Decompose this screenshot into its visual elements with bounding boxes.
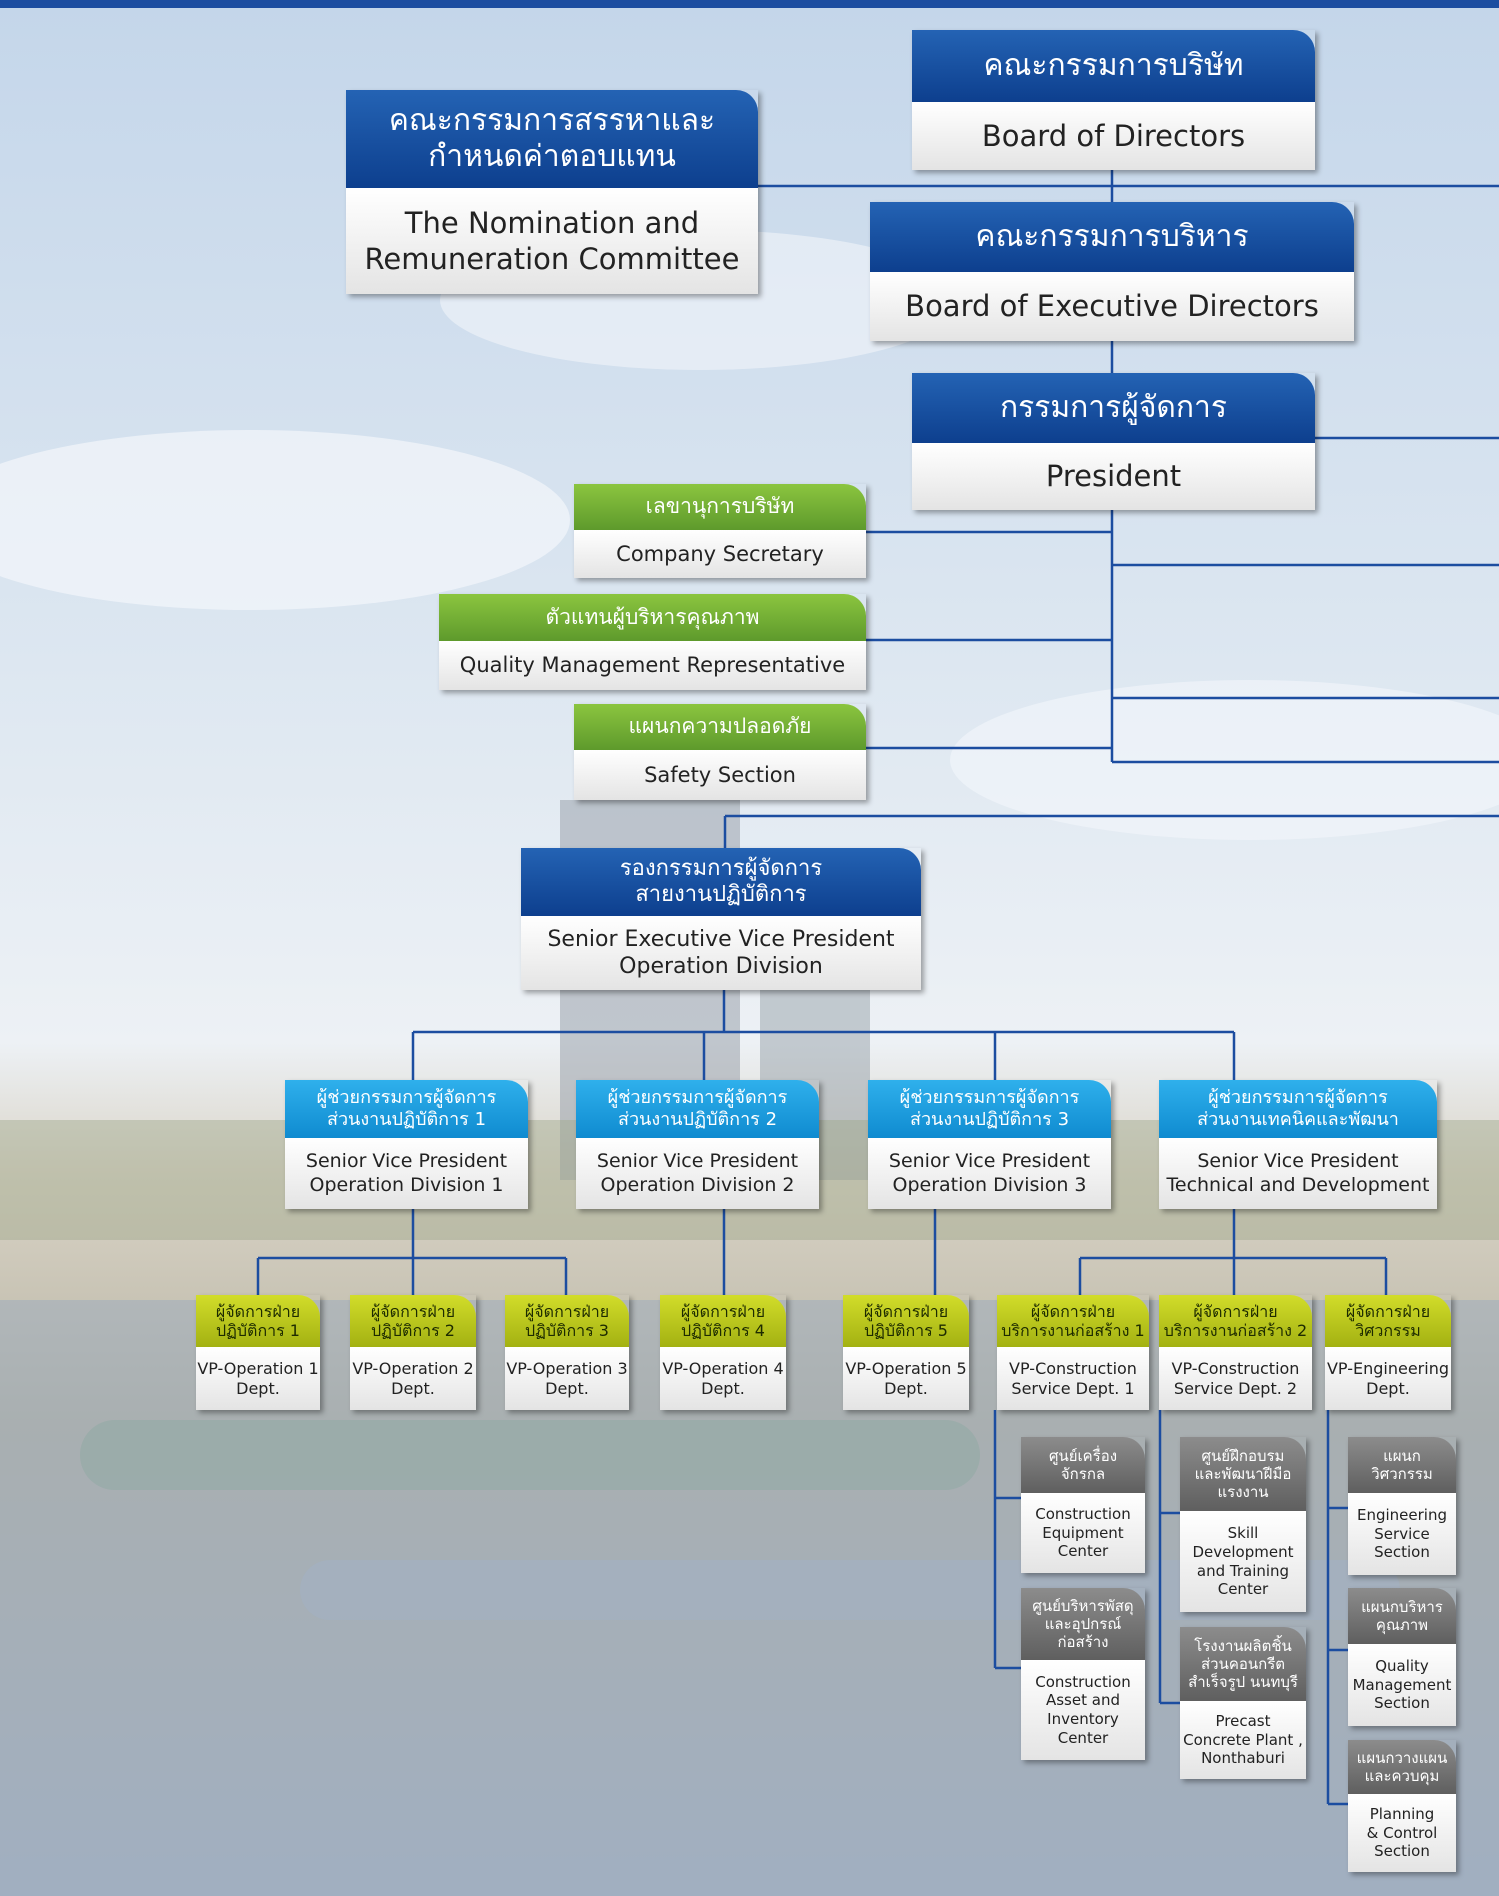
- svp-operation-2-english: Senior Vice President Operation Division…: [576, 1138, 819, 1209]
- senior-executive-vp-english: Senior Executive Vice President Operatio…: [521, 916, 921, 990]
- president-english: President: [912, 443, 1315, 510]
- svp-operation-division-3-box: ผู้ช่วยกรรมการผู้จัดการ ส่วนงานปฏิบัติกา…: [868, 1080, 1111, 1209]
- board-of-directors-english: Board of Directors: [912, 102, 1315, 170]
- quality-section-english: Quality Management Section: [1348, 1644, 1456, 1726]
- vp-operation-3-box: ผู้จัดการฝ่าย ปฏิบัติการ 3 VP-Operation …: [505, 1295, 629, 1410]
- company-secretary-english: Company Secretary: [574, 530, 866, 578]
- vp-operation-5-english: VP-Operation 5 Dept.: [843, 1347, 969, 1410]
- vp-operation-1-thai: ผู้จัดการฝ่าย ปฏิบัติการ 1: [196, 1295, 320, 1347]
- equipment-center-thai: ศูนย์เครื่อง จักรกล: [1021, 1437, 1145, 1493]
- board-of-directors-thai: คณะกรรมการบริษัท: [912, 30, 1315, 102]
- company-secretary-box: เลขานุการบริษัท Company Secretary: [574, 484, 866, 578]
- svp-operation-1-thai: ผู้ช่วยกรรมการผู้จัดการ ส่วนงานปฏิบัติกา…: [285, 1080, 528, 1138]
- svp-operation-2-thai: ผู้ช่วยกรรมการผู้จัดการ ส่วนงานปฏิบัติกา…: [576, 1080, 819, 1138]
- vp-operation-3-thai: ผู้จัดการฝ่าย ปฏิบัติการ 3: [505, 1295, 629, 1347]
- engineering-section-thai: แผนก วิศวกรรม: [1348, 1437, 1456, 1493]
- asset-inventory-english: Construction Asset and Inventory Center: [1021, 1660, 1145, 1760]
- quality-management-section-box: แผนกบริหาร คุณภาพ Quality Management Sec…: [1348, 1588, 1456, 1726]
- safety-section-english: Safety Section: [574, 750, 866, 800]
- training-center-thai: ศูนย์ฝึกอบรม และพัฒนาฝีมือ แรงงาน: [1180, 1437, 1306, 1511]
- quality-representative-thai: ตัวแทนผู้บริหารคุณภาพ: [439, 594, 866, 641]
- vp-construction-1-thai: ผู้จัดการฝ่าย บริการงานก่อสร้าง 1: [997, 1295, 1149, 1347]
- quality-management-representative-box: ตัวแทนผู้บริหารคุณภาพ Quality Management…: [439, 594, 866, 690]
- company-secretary-thai: เลขานุการบริษัท: [574, 484, 866, 530]
- board-of-directors-box: คณะกรรมการบริษัท Board of Directors: [912, 30, 1315, 170]
- vp-operation-5-thai: ผู้จัดการฝ่าย ปฏิบัติการ 5: [843, 1295, 969, 1347]
- precast-plant-thai: โรงงานผลิตชิ้น ส่วนคอนกรีต สำเร็จรูป นนท…: [1180, 1627, 1306, 1701]
- vp-engineering-english: VP-Engineering Dept.: [1325, 1347, 1451, 1410]
- construction-equipment-center-box: ศูนย์เครื่อง จักรกล Construction Equipme…: [1021, 1437, 1145, 1573]
- svp-operation-3-english: Senior Vice President Operation Division…: [868, 1138, 1111, 1209]
- vp-construction-service-1-box: ผู้จัดการฝ่าย บริการงานก่อสร้าง 1 VP-Con…: [997, 1295, 1149, 1410]
- senior-executive-vp-thai: รองกรรมการผู้จัดการ สายงานปฏิบัติการ: [521, 848, 921, 916]
- vp-construction-service-2-box: ผู้จัดการฝ่าย บริการงานก่อสร้าง 2 VP-Con…: [1159, 1295, 1312, 1410]
- quality-section-thai: แผนกบริหาร คุณภาพ: [1348, 1588, 1456, 1644]
- vp-operation-1-english: VP-Operation 1 Dept.: [196, 1347, 320, 1410]
- board-of-executive-directors-box: คณะกรรมการบริหาร Board of Executive Dire…: [870, 202, 1354, 341]
- nomination-committee-english: The Nomination and Remuneration Committe…: [346, 188, 758, 294]
- svp-operation-3-thai: ผู้ช่วยกรรมการผู้จัดการ ส่วนงานปฏิบัติกา…: [868, 1080, 1111, 1138]
- top-accent-bar: [0, 0, 1499, 8]
- svp-operation-division-2-box: ผู้ช่วยกรรมการผู้จัดการ ส่วนงานปฏิบัติกา…: [576, 1080, 819, 1209]
- vp-engineering-box: ผู้จัดการฝ่าย วิศวกรรม VP-Engineering De…: [1325, 1295, 1451, 1410]
- president-thai: กรรมการผู้จัดการ: [912, 373, 1315, 443]
- nomination-committee-thai: คณะกรรมการสรรหาและ กำหนดค่าตอบแทน: [346, 90, 758, 188]
- vp-operation-4-thai: ผู้จัดการฝ่าย ปฏิบัติการ 4: [660, 1295, 786, 1347]
- nomination-remuneration-committee-box: คณะกรรมการสรรหาและ กำหนดค่าตอบแทน The No…: [346, 90, 758, 294]
- vp-construction-1-english: VP-Construction Service Dept. 1: [997, 1347, 1149, 1410]
- skill-development-training-center-box: ศูนย์ฝึกอบรม และพัฒนาฝีมือ แรงงาน Skill …: [1180, 1437, 1306, 1612]
- vp-operation-2-thai: ผู้จัดการฝ่าย ปฏิบัติการ 2: [350, 1295, 476, 1347]
- vp-operation-4-box: ผู้จัดการฝ่าย ปฏิบัติการ 4 VP-Operation …: [660, 1295, 786, 1410]
- vp-operation-5-box: ผู้จัดการฝ่าย ปฏิบัติการ 5 VP-Operation …: [843, 1295, 969, 1410]
- planning-section-thai: แผนกวางแผน และควบคุม: [1348, 1740, 1456, 1794]
- svp-technical-thai: ผู้ช่วยกรรมการผู้จัดการ ส่วนงานเทคนิคและ…: [1159, 1080, 1437, 1138]
- senior-executive-vp-box: รองกรรมการผู้จัดการ สายงานปฏิบัติการ Sen…: [521, 848, 921, 990]
- president-box: กรรมการผู้จัดการ President: [912, 373, 1315, 510]
- svp-operation-division-1-box: ผู้ช่วยกรรมการผู้จัดการ ส่วนงานปฏิบัติกา…: [285, 1080, 528, 1209]
- vp-operation-4-english: VP-Operation 4 Dept.: [660, 1347, 786, 1410]
- safety-section-thai: แผนกความปลอดภัย: [574, 704, 866, 750]
- vp-operation-2-box: ผู้จัดการฝ่าย ปฏิบัติการ 2 VP-Operation …: [350, 1295, 476, 1410]
- precast-concrete-plant-box: โรงงานผลิตชิ้น ส่วนคอนกรีต สำเร็จรูป นนท…: [1180, 1627, 1306, 1779]
- asset-inventory-thai: ศูนย์บริหารพัสดุ และอุปกรณ์ ก่อสร้าง: [1021, 1588, 1145, 1660]
- executive-directors-thai: คณะกรรมการบริหาร: [870, 202, 1354, 272]
- quality-representative-english: Quality Management Representative: [439, 641, 866, 690]
- svp-technical-english: Senior Vice President Technical and Deve…: [1159, 1138, 1437, 1209]
- engineering-service-section-box: แผนก วิศวกรรม Engineering Service Sectio…: [1348, 1437, 1456, 1575]
- vp-operation-1-box: ผู้จัดการฝ่าย ปฏิบัติการ 1 VP-Operation …: [196, 1295, 320, 1410]
- planning-section-english: Planning & Control Section: [1348, 1794, 1456, 1872]
- construction-asset-inventory-center-box: ศูนย์บริหารพัสดุ และอุปกรณ์ ก่อสร้าง Con…: [1021, 1588, 1145, 1760]
- training-center-english: Skill Development and Training Center: [1180, 1511, 1306, 1612]
- planning-control-section-box: แผนกวางแผน และควบคุม Planning & Control …: [1348, 1740, 1456, 1872]
- vp-operation-2-english: VP-Operation 2 Dept.: [350, 1347, 476, 1410]
- vp-engineering-thai: ผู้จัดการฝ่าย วิศวกรรม: [1325, 1295, 1451, 1347]
- svp-technical-development-box: ผู้ช่วยกรรมการผู้จัดการ ส่วนงานเทคนิคและ…: [1159, 1080, 1437, 1209]
- safety-section-box: แผนกความปลอดภัย Safety Section: [574, 704, 866, 800]
- svp-operation-1-english: Senior Vice President Operation Division…: [285, 1138, 528, 1209]
- executive-directors-english: Board of Executive Directors: [870, 272, 1354, 341]
- vp-operation-3-english: VP-Operation 3 Dept.: [505, 1347, 629, 1410]
- equipment-center-english: Construction Equipment Center: [1021, 1493, 1145, 1573]
- vp-construction-2-thai: ผู้จัดการฝ่าย บริการงานก่อสร้าง 2: [1159, 1295, 1312, 1347]
- precast-plant-english: Precast Concrete Plant , Nonthaburi: [1180, 1701, 1306, 1779]
- vp-construction-2-english: VP-Construction Service Dept. 2: [1159, 1347, 1312, 1410]
- engineering-section-english: Engineering Service Section: [1348, 1493, 1456, 1575]
